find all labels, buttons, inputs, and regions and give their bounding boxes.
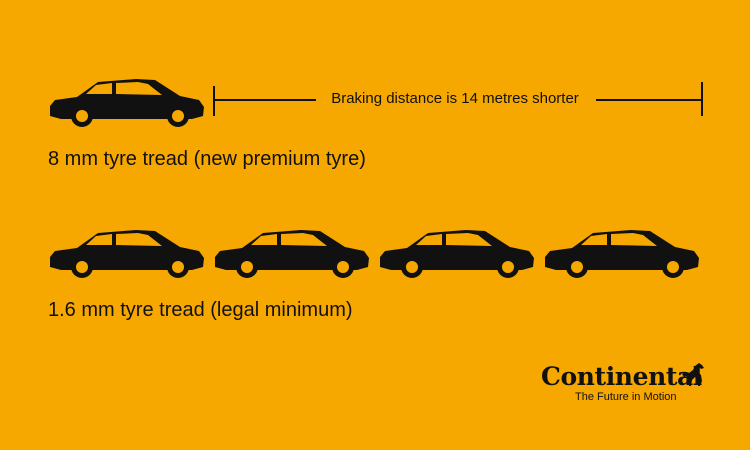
horse-icon (681, 362, 705, 387)
braking-distance-label: Braking distance is 14 metres shorter (331, 90, 579, 107)
continental-logo: Continental The Future in Motion (538, 362, 708, 406)
legal-tyre-car-1-icon (48, 223, 206, 281)
legal-tread-caption: 1.6 mm tyre tread (legal minimum) (48, 299, 353, 321)
braking-distance-measure: Braking distance is 14 metres shorter (213, 80, 703, 118)
legal-tyre-car-4-icon (543, 223, 701, 281)
legal-tyre-car-2-icon (213, 223, 371, 281)
legal-tyre-car-3-icon (378, 223, 536, 281)
brand-tagline: The Future in Motion (575, 391, 677, 403)
premium-tread-caption: 8 mm tyre tread (new premium tyre) (48, 148, 366, 170)
brand-wordmark: Continental (541, 362, 702, 391)
premium-tyre-car-icon (48, 72, 206, 130)
